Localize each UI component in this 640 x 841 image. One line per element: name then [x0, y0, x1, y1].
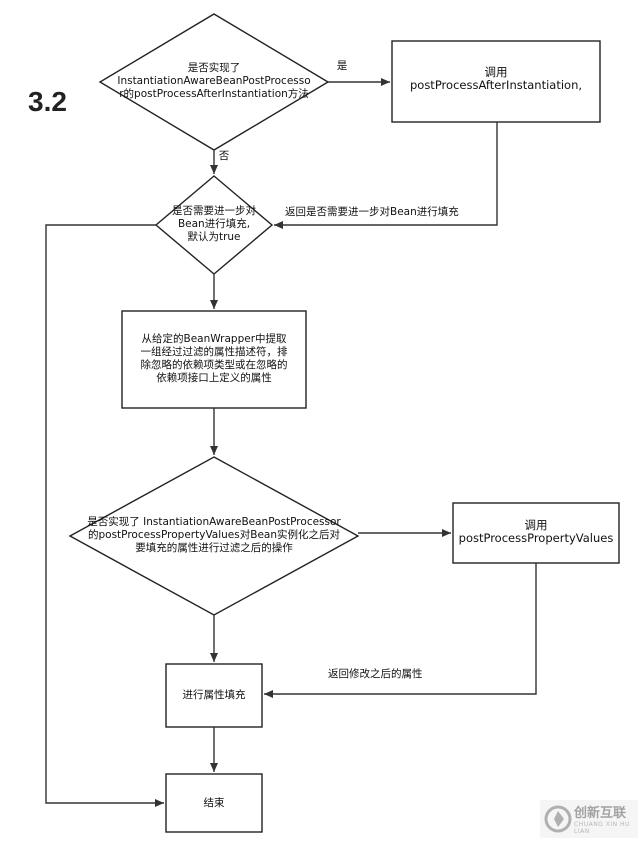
process-apply-property-values-label: 进行属性填充 [182, 689, 246, 701]
arrow-return-fill [274, 122, 498, 229]
process-call-after-instantiation [391, 40, 601, 123]
process-end-label: 结束 [203, 797, 225, 809]
process-apply-property-values [165, 663, 263, 728]
arrow-return-modified [264, 563, 537, 698]
process-extract-property-descriptors-label: 从给定的BeanWrapper中提取 一组经过过滤的属性描述符，排 除忽略的依赖… [140, 333, 288, 384]
decision-need-fill-label: 是否需要进一步对 Bean进行填充, 默认为true [172, 205, 256, 243]
arrow-skip-to-end [45, 224, 164, 807]
edge-label-yes: 是 [336, 60, 348, 72]
edge-label-return-modified: 返回修改之后的属性 [328, 668, 423, 680]
watermark-sub: CHUANG XIN HU LIAN [574, 821, 630, 835]
process-call-after-instantiation-label: 调用 postProcessAfterInstantiation, [409, 65, 583, 92]
edge-label-return-fill: 返回是否需要进一步对Bean进行填充 [285, 206, 459, 218]
decision-instantiation-aware-label: 是否实现了 InstantiationAwareBeanPostProcesso… [117, 62, 311, 100]
edge-label-no: 否 [218, 150, 230, 162]
watermark-logo: 创新互联 CHUANG XIN HU LIAN [540, 800, 638, 838]
process-call-property-values [452, 502, 620, 564]
process-call-property-values-label: 调用 postProcessPropertyValues [458, 518, 614, 545]
section-number: 3.2 [28, 86, 67, 117]
process-end [165, 773, 263, 833]
decision-post-process-property-values-label: 是否实现了 InstantiationAwareBeanPostProcesso… [87, 516, 341, 554]
watermark-brand: 创新互联 [574, 806, 627, 821]
watermark-icon [544, 805, 572, 833]
